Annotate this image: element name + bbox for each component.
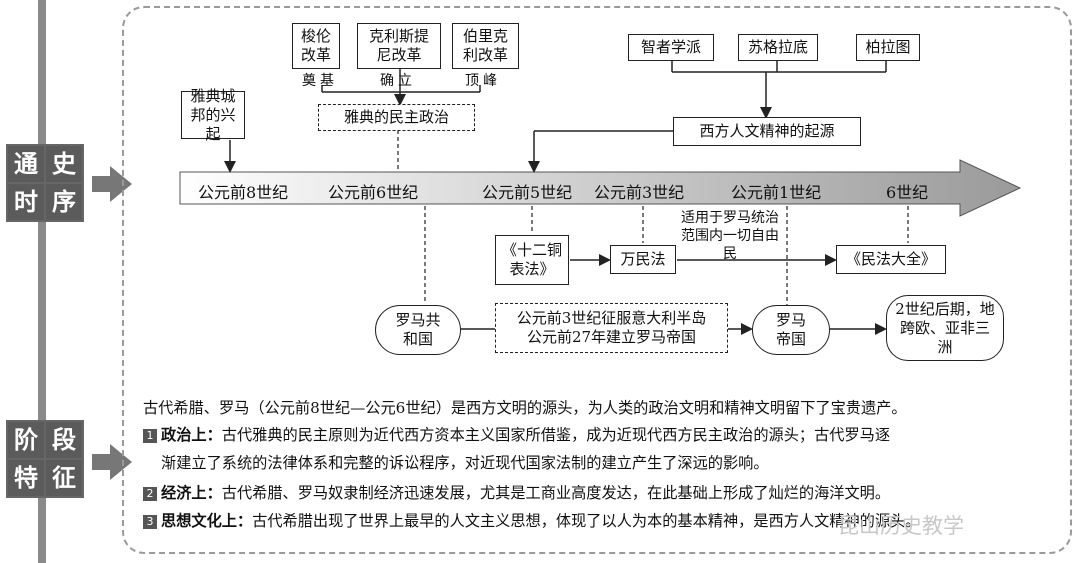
twelve-tables-label: 《十二铜表法》 (501, 241, 562, 278)
era-label: 公元前5世纪 (482, 183, 573, 202)
feature-title: 思想文化上： (161, 512, 253, 530)
feature-number-badge: 2 (143, 487, 157, 501)
feature-political-cont: 渐建立了系统的法律体系和完整的诉讼程序，对近现代国家法制的建立产生了深远的影响。 (161, 454, 769, 472)
section-char: 史 (46, 146, 82, 182)
roman-empire-label: 罗马帝国 (775, 311, 806, 348)
reform-box-pericles: 伯里克利改革 (452, 23, 519, 69)
section-char: 段 (46, 422, 82, 458)
era-label: 公元前6世纪 (328, 183, 419, 202)
philosopher-box: 智者学派 (628, 34, 714, 61)
corpus-juris-label: 《民法大全》 (845, 250, 936, 268)
reform-box-solon: 梭伦改革 (292, 23, 340, 69)
corpus-juris-box: 《民法大全》 (836, 245, 946, 274)
philosopher-label: 苏格拉底 (747, 38, 808, 56)
arrow-right-icon (92, 166, 132, 202)
era-label: 6世纪 (886, 183, 929, 202)
content-frame (122, 6, 1072, 554)
feature-cultural: 3 思想文化上：古代希腊出现了世界上最早的人文主义思想，体现了以人为本的基本精神，… (143, 512, 1063, 530)
roman-republic-box: 罗马共和国 (375, 305, 461, 355)
era-label: 公元前1世纪 (731, 183, 822, 202)
section-char: 时 (8, 184, 44, 220)
athenian-democracy-box: 雅典的民主政治 (318, 104, 475, 131)
philosopher-box: 苏格拉底 (738, 34, 818, 61)
feature-number-badge: 3 (143, 515, 157, 529)
section-char: 阶 (8, 422, 44, 458)
philosopher-label: 智者学派 (640, 38, 701, 56)
reform-label: 克利斯提尼改革 (368, 27, 429, 64)
section-char: 征 (46, 460, 82, 496)
feature-text: 古代希腊、罗马奴隶制经济迅速发展，尤其是工商业高度发达，在此基础上形成了灿烂的海… (221, 484, 890, 502)
roman-empire-box: 罗马帝国 (752, 305, 830, 355)
features-intro: 古代希腊、罗马（公元前8世纪—公元6世纪）是西方文明的源头，为人类的政治文明和精… (143, 399, 907, 417)
reform-role-peak: 顶峰 (465, 73, 501, 89)
empire-founded-label: 公元前27年建立罗马帝国 (526, 328, 697, 346)
era-label: 公元前8世纪 (198, 183, 289, 202)
conquest-label: 公元前3世纪征服意大利半岛 (516, 309, 707, 327)
feature-text: 古代雅典的民主原则为近代西方资本主义国家所借鉴，成为近现代西方民主政治的源头；古… (221, 426, 890, 444)
civil-law-note: 适用于罗马统治范围内一切自由民 (681, 210, 779, 262)
section-label-features: 阶 段 特 征 (6, 420, 84, 498)
feature-number-badge: 1 (143, 429, 157, 443)
section-label-timeline: 通 史 时 序 (6, 144, 84, 222)
rise-of-athens-label: 雅典城邦的兴起 (190, 86, 236, 143)
humanism-origin-box: 西方人文精神的起源 (673, 117, 861, 146)
empire-span-label: 2世纪后期，地跨欧、亚非三洲 (895, 299, 995, 356)
philosopher-label: 柏拉图 (865, 38, 911, 56)
feature-economic: 2 经济上：古代希腊、罗马奴隶制经济迅速发展，尤其是工商业高度发达，在此基础上形成… (143, 484, 1063, 502)
feature-political: 1 政治上：古代雅典的民主原则为近代西方资本主义国家所借鉴，成为近现代西方民主政治… (143, 426, 1063, 444)
left-spine (38, 0, 46, 563)
watermark: 昆山历史教学 (838, 514, 964, 538)
philosopher-box: 柏拉图 (856, 34, 920, 61)
arrow-right-icon (92, 444, 132, 480)
section-char: 序 (46, 184, 82, 220)
civil-law-box: 万民法 (610, 245, 676, 274)
civil-law-label: 万民法 (620, 250, 666, 268)
reform-label: 梭伦改革 (300, 27, 331, 64)
reform-role-establish: 确立 (380, 73, 416, 89)
twelve-tables-box: 《十二铜表法》 (495, 235, 569, 285)
empire-span-box: 2世纪后期，地跨欧、亚非三洲 (886, 295, 1004, 361)
athenian-democracy-label: 雅典的民主政治 (343, 108, 449, 126)
reform-role-foundation: 奠基 (302, 73, 338, 89)
section-char: 特 (8, 460, 44, 496)
era-label: 公元前3世纪 (594, 183, 685, 202)
humanism-origin-label: 西方人文精神的起源 (699, 122, 835, 140)
feature-title: 经济上： (161, 484, 222, 502)
roman-expansion-box: 公元前3世纪征服意大利半岛 公元前27年建立罗马帝国 (495, 303, 728, 353)
feature-title: 政治上： (161, 426, 222, 444)
reform-label: 伯里克利改革 (462, 27, 508, 64)
feature-text: 古代希腊出现了世界上最早的人文主义思想，体现了以人为本的基本精神，是西方人文精神… (252, 512, 921, 530)
reform-box-cleisthenes: 克利斯提尼改革 (357, 23, 441, 69)
roman-republic-label: 罗马共和国 (395, 311, 441, 348)
rise-of-athens-box: 雅典城邦的兴起 (181, 87, 245, 143)
section-char: 通 (8, 146, 44, 182)
